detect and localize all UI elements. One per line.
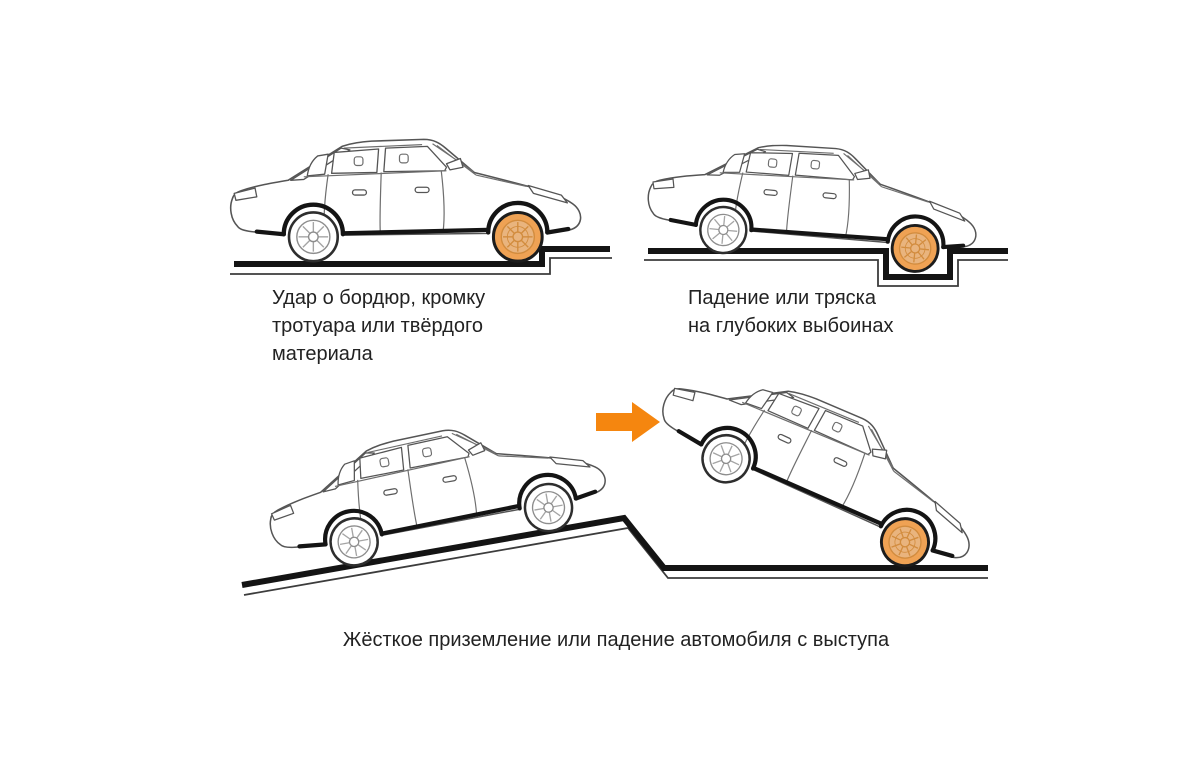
- orange-front-wheel: [890, 223, 940, 273]
- rear-wheel: [289, 212, 338, 261]
- scene-pothole: [644, 131, 1008, 287]
- car-pothole: [644, 131, 983, 277]
- ground-echo-line: [644, 259, 1008, 287]
- caption-line: на глубоких выбоинах: [688, 315, 894, 337]
- ground-echo-line: [230, 257, 612, 275]
- caption-line: материала: [272, 343, 373, 365]
- scene-ramp-and-drop: [241, 340, 1000, 596]
- caption-pothole: Падение или тряска на глубоких выбоинах: [688, 284, 893, 340]
- orange-front-wheel: [493, 212, 542, 261]
- ground-line-curb: [234, 246, 610, 267]
- caption-line: Падение или тряска: [688, 287, 876, 309]
- car-drop-landing: [644, 340, 1000, 589]
- scene-curb-impact: [230, 139, 612, 275]
- rear-wheel: [698, 205, 748, 255]
- ground-echo-line: [243, 527, 988, 596]
- caption-drop-landing: Жёсткое приземление или падение автомоби…: [342, 629, 890, 651]
- caption-line: Удар о бордюр, кромку: [272, 287, 486, 309]
- right-arrow-icon: [596, 402, 660, 442]
- caption-line: тротуара или твёрдого: [272, 315, 483, 337]
- caption-curb-impact: Удар о бордюр, кромку тротуара или твёрд…: [272, 284, 485, 368]
- ground-line-ramp-drop: [241, 514, 988, 588]
- car-curb: [231, 139, 581, 261]
- ground-line-pothole: [648, 248, 1008, 280]
